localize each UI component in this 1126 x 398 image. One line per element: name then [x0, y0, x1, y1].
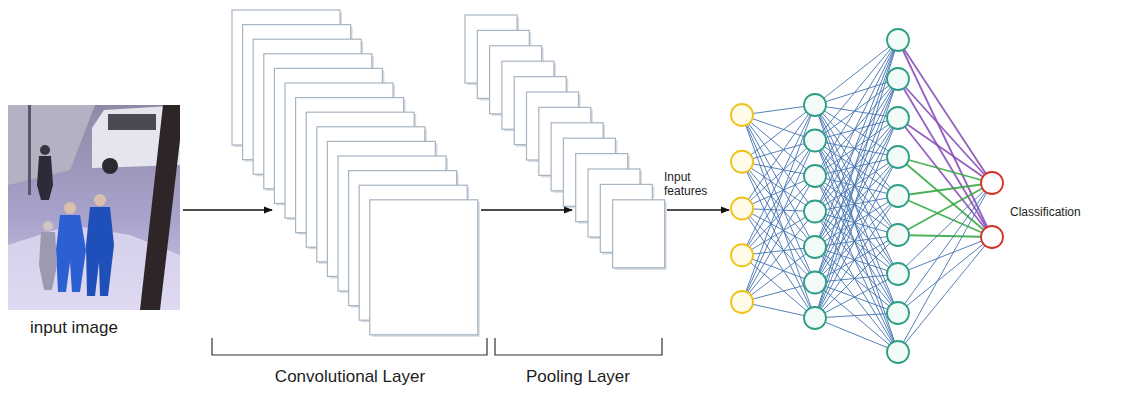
- hidden-neuron: [887, 107, 909, 129]
- hidden-neuron: [804, 272, 826, 294]
- network-link: [742, 105, 815, 302]
- hidden-neuron: [804, 94, 826, 116]
- input-neuron: [731, 151, 753, 173]
- network-link: [815, 313, 898, 318]
- hidden-neuron: [887, 263, 909, 285]
- flow-arrow: [481, 209, 572, 210]
- network-link: [898, 118, 992, 237]
- hidden-neuron: [804, 307, 826, 329]
- network-link: [815, 157, 898, 318]
- layer-label: Pooling Layer: [526, 367, 630, 387]
- network-link: [898, 118, 992, 183]
- network-link: [815, 196, 898, 318]
- car-wheel: [102, 158, 118, 174]
- pooling-stack: [465, 15, 667, 270]
- network-link: [815, 118, 898, 318]
- person-body: [86, 207, 114, 296]
- car-window: [108, 114, 156, 130]
- network-link: [815, 274, 898, 318]
- network-link: [898, 237, 992, 313]
- person-head: [43, 221, 53, 231]
- network-link: [742, 115, 815, 318]
- network-link: [898, 183, 992, 196]
- hidden-neuron: [804, 236, 826, 258]
- hidden-neuron: [887, 302, 909, 324]
- person-head: [94, 194, 106, 206]
- bracket: [212, 338, 487, 355]
- convolution-stack: [232, 10, 480, 337]
- output-neuron: [981, 172, 1003, 194]
- output-neuron: [981, 226, 1003, 248]
- input-neuron: [731, 198, 753, 220]
- network-link: [898, 183, 992, 352]
- network-link: [898, 79, 992, 237]
- layer-label: Convolutional Layer: [275, 367, 425, 387]
- features-label: Input features: [664, 170, 720, 199]
- hidden-neuron: [804, 165, 826, 187]
- person-body: [39, 232, 57, 290]
- hidden-neuron: [887, 146, 909, 168]
- network-link: [742, 162, 815, 318]
- image-label: input image: [30, 318, 118, 338]
- tree-trunk: [140, 105, 180, 310]
- network-neurons: [731, 29, 1003, 363]
- flow-arrow: [183, 209, 272, 210]
- network-link: [898, 79, 992, 183]
- network-link: [815, 40, 898, 283]
- network-link: [898, 237, 992, 352]
- person-head: [64, 202, 76, 214]
- network-link: [815, 196, 898, 283]
- network-link: [815, 105, 898, 274]
- network-link: [815, 40, 898, 212]
- network-link: [898, 235, 992, 237]
- network-link: [815, 105, 898, 352]
- network-link: [898, 183, 992, 274]
- output-label: Classification: [1010, 205, 1081, 219]
- network-link: [742, 105, 815, 209]
- input-neuron: [731, 291, 753, 313]
- hidden-neuron: [887, 185, 909, 207]
- feature-map: [613, 200, 665, 268]
- network-link: [815, 40, 898, 105]
- hidden-neuron: [887, 224, 909, 246]
- network-link: [815, 235, 898, 318]
- person-body: [56, 215, 86, 292]
- network-link: [815, 79, 898, 247]
- network-link: [815, 118, 898, 247]
- bracket: [495, 338, 662, 355]
- input-photo: [8, 105, 180, 310]
- feature-map: [370, 200, 478, 335]
- network-link: [815, 157, 898, 247]
- flow-arrow: [667, 209, 729, 210]
- hidden-neuron: [887, 29, 909, 51]
- brackets: [212, 338, 662, 355]
- network-link: [815, 157, 898, 283]
- hidden-neuron: [887, 341, 909, 363]
- network-link: [815, 79, 898, 212]
- person-body: [37, 156, 53, 200]
- network-link: [815, 318, 898, 352]
- hidden-neuron: [804, 130, 826, 152]
- hidden-neuron: [804, 201, 826, 223]
- network-link: [815, 40, 898, 318]
- input-neuron: [731, 104, 753, 126]
- flow-arrows: [183, 210, 729, 211]
- network-link: [898, 183, 992, 313]
- network-links: [742, 40, 992, 352]
- network-link: [815, 40, 898, 176]
- network-link: [815, 79, 898, 318]
- input-neuron: [731, 244, 753, 266]
- fence-post: [28, 105, 31, 195]
- network-link: [898, 40, 992, 183]
- hidden-neuron: [887, 68, 909, 90]
- person-head: [40, 145, 50, 155]
